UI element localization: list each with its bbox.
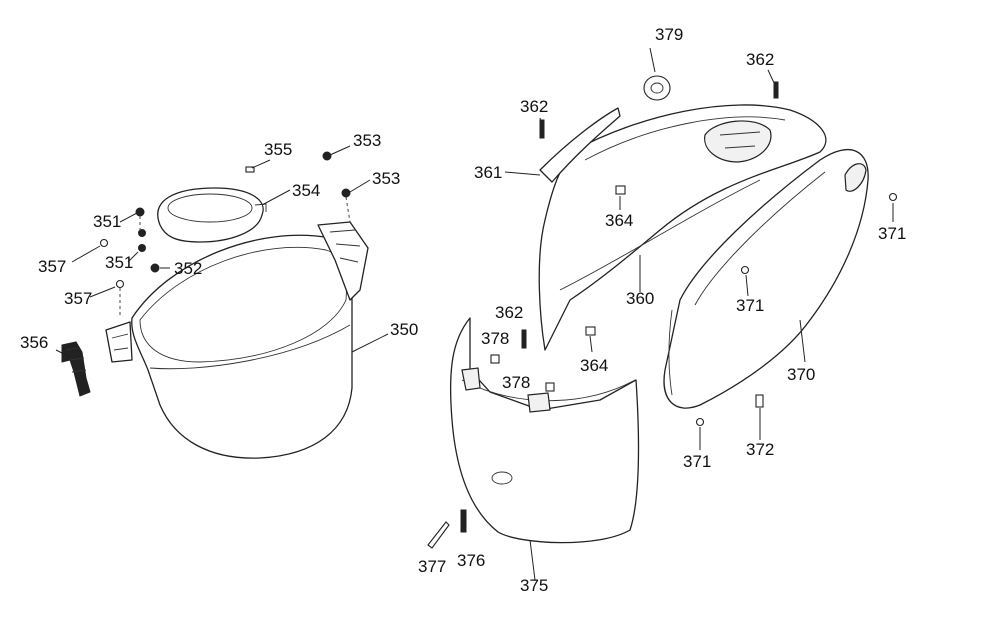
callout-375: 375 xyxy=(520,576,548,595)
storage-box-350 xyxy=(105,221,369,459)
callout-360: 360 xyxy=(626,289,654,308)
callout-350: 350 xyxy=(390,320,418,339)
fasteners-left-cluster xyxy=(99,151,351,318)
body-cover-360 xyxy=(538,104,827,351)
callout-351-upper: 351 xyxy=(93,212,121,231)
callout-355: 355 xyxy=(264,140,292,159)
callout-357-lower: 357 xyxy=(64,289,92,308)
callout-370: 370 xyxy=(787,365,815,384)
callout-353-lower: 353 xyxy=(372,169,400,188)
grommet-379 xyxy=(643,75,671,101)
side-cover-370 xyxy=(663,149,869,409)
callout-labels: 379 362 362 362 355 353 353 354 351 351 … xyxy=(20,25,906,595)
callout-351-lower: 351 xyxy=(105,253,133,272)
callout-379: 379 xyxy=(655,25,683,44)
callout-357-upper: 357 xyxy=(38,257,66,276)
callout-352: 352 xyxy=(174,259,202,278)
lid-354 xyxy=(157,187,267,243)
callout-362-strip: 362 xyxy=(520,97,548,116)
callout-364-lower: 364 xyxy=(580,356,608,375)
callout-356: 356 xyxy=(20,333,48,352)
callout-372: 372 xyxy=(746,440,774,459)
leader-lines xyxy=(55,47,894,581)
callout-354: 354 xyxy=(292,181,320,200)
callout-371-lower: 371 xyxy=(683,452,711,471)
callout-371-right: 371 xyxy=(878,224,906,243)
trim-strip-361 xyxy=(539,107,621,183)
fasteners-right-cluster xyxy=(427,81,898,549)
callout-377: 377 xyxy=(418,557,446,576)
callout-378-upper: 378 xyxy=(481,329,509,348)
callout-376: 376 xyxy=(457,551,485,570)
callout-362-top-right: 362 xyxy=(746,50,774,69)
callout-353-upper: 353 xyxy=(353,131,381,150)
front-cover-375 xyxy=(449,317,640,544)
callout-361: 361 xyxy=(474,163,502,182)
callout-364-upper: 364 xyxy=(605,211,633,230)
callout-378-lower: 378 xyxy=(502,373,530,392)
callout-362-front: 362 xyxy=(495,303,523,322)
callout-371-middle: 371 xyxy=(736,296,764,315)
bracket-356 xyxy=(61,341,91,397)
